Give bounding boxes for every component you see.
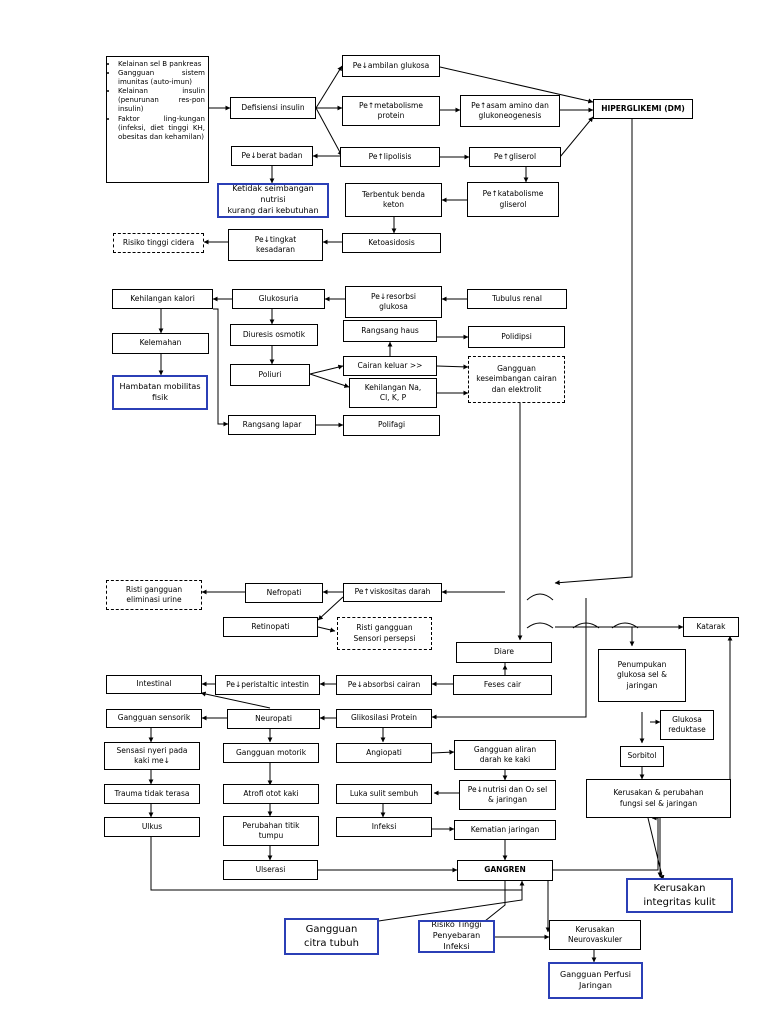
node-kematian-jaringan: Kematian jaringan xyxy=(454,820,556,840)
node-resorbsi-glukosa: Pe↓resorbsi glukosa xyxy=(345,286,442,318)
diagnosis-mobilitas-fisik: Hambatan mobilitas fisik xyxy=(112,375,208,410)
node-lipolisis: Pe↑lipolisis xyxy=(340,147,440,167)
node-cairan-keluar: Cairan keluar >> xyxy=(343,356,437,376)
node-poliuri: Poliuri xyxy=(230,364,310,386)
node-nutrisi-o2: Pe↓nutrisi dan O₂ sel & jaringan xyxy=(459,780,556,810)
node-polifagi: Polifagi xyxy=(343,415,440,436)
node-ambilan-glukosa: Pe↓ambilan glukosa xyxy=(342,55,440,77)
node-gliserol: Pe↑gliserol xyxy=(469,147,561,167)
node-gangguan-motorik: Gangguan motorik xyxy=(223,743,319,763)
node-trauma: Trauma tidak terasa xyxy=(104,784,200,804)
node-perubahan-titik-tumpu: Perubahan titik tumpu xyxy=(223,816,319,846)
node-kehilangan-elektrolit: Kehilangan Na, Cl, K, P xyxy=(349,378,437,408)
node-katarak: Katarak xyxy=(683,617,739,637)
node-neuropati: Neuropati xyxy=(227,709,320,729)
node-viskositas-darah: Pe↑viskositas darah xyxy=(343,583,442,602)
diagnosis-perfusi-jaringan: Gangguan Perfusi Jaringan xyxy=(548,962,643,999)
node-keseimbangan-cairan: Gangguan keseimbangan cairan dan elektro… xyxy=(468,356,565,403)
node-benda-keton: Terbentuk benda keton xyxy=(345,183,442,217)
node-nefropati: Nefropati xyxy=(245,583,323,603)
node-metabolisme-protein: Pe↑metabolisme protein xyxy=(342,96,440,126)
node-asam-amino: Pe↑asam amino dan glukoneogenesis xyxy=(460,95,560,127)
node-penumpukan-glukosa: Penumpukan glukosa sel & jaringan xyxy=(598,649,686,702)
node-diuresis-osmotik: Diuresis osmotik xyxy=(230,324,318,346)
node-sensasi-nyeri: Sensasi nyeri pada kaki me↓ xyxy=(104,742,200,770)
node-luka-sulit-sembuh: Luka sulit sembuh xyxy=(336,784,432,804)
node-glukosa-reduktase: Glukosa reduktase xyxy=(660,710,714,740)
node-absorbsi-cairan: Pe↓absorbsi cairan xyxy=(336,675,432,695)
node-diare: Diare xyxy=(456,642,552,663)
node-ulkus: Ulkus xyxy=(104,817,200,837)
node-infeksi: Infeksi xyxy=(336,817,432,837)
node-tingkat-kesadaran: Pe↓tingkat kesadaran xyxy=(228,229,323,261)
node-atrofi: Atrofi otot kaki xyxy=(223,784,319,804)
node-katabolisme-gliserol: Pe↑katabolisme gliserol xyxy=(467,182,559,217)
risk-factor-item: Kelainan sel B pankreas xyxy=(118,60,205,69)
node-eliminasi-urine: Risti gangguan eliminasi urine xyxy=(106,580,202,610)
node-kehilangan-kalori: Kehilangan kalori xyxy=(112,289,213,309)
node-risiko-cidera: Risiko tinggi cidera xyxy=(113,233,204,253)
node-aliran-darah: Gangguan aliran darah ke kaki xyxy=(454,740,556,770)
node-ketoasidosis: Ketoasidosis xyxy=(342,233,441,253)
node-gangren: GANGREN xyxy=(457,860,553,881)
node-defisiensi-insulin: Defisiensi insulin xyxy=(230,97,316,119)
node-sorbitol: Sorbitol xyxy=(620,746,664,767)
node-kelemahan: Kelemahan xyxy=(112,333,209,354)
node-hiperglikemi: HIPERGLIKEMI (DM) xyxy=(593,99,693,119)
diagnosis-integritas-kulit: Kerusakan integritas kulit xyxy=(626,878,733,913)
node-berat-badan: Pe↓berat badan xyxy=(231,146,313,166)
node-tubulus-renal: Tubulus renal xyxy=(467,289,567,309)
node-gangguan-sensorik: Gangguan sensorik xyxy=(106,709,202,728)
node-sensori-persepsi: Risti gangguan Sensori persepsi xyxy=(337,617,432,650)
diagnosis-penyebaran-infeksi: Risiko Tinggi Penyebaran Infeksi xyxy=(418,920,495,953)
risk-factor-item: Faktor ling-kungan (infeksi, diet tinggi… xyxy=(118,115,205,142)
risk-factor-list: Kelainan sel B pankreas Gangguan sistem … xyxy=(106,56,209,183)
node-angiopati: Angiopati xyxy=(336,743,432,763)
node-glikosilasi-protein: Glikosilasi Protein xyxy=(336,709,432,728)
node-rangsang-lapar: Rangsang lapar xyxy=(228,415,316,435)
node-neurovaskuler: Kerusakan Neurovaskuler xyxy=(549,920,641,950)
node-kerusakan-fungsi: Kerusakan & perubahan fungsi sel & jarin… xyxy=(586,779,731,818)
diagnosis-nutrisi: Ketidak seimbangan nutrisi kurang dari k… xyxy=(217,183,329,218)
node-intestinal: Intestinal xyxy=(106,675,202,694)
node-polidipsi: Polidipsi xyxy=(468,326,565,348)
node-glukosuria: Glukosuria xyxy=(232,289,325,309)
node-ulserasi: Ulserasi xyxy=(223,860,318,880)
node-peristaltic-intestin: Pe↓peristaltic intestin xyxy=(215,675,320,695)
diagnosis-citra-tubuh: Gangguan citra tubuh xyxy=(284,918,379,955)
node-feses-cair: Feses cair xyxy=(453,675,552,695)
risk-factor-item: Kelainan insulin (penurunan res-pon insu… xyxy=(118,87,205,114)
node-retinopati: Retinopati xyxy=(223,617,318,637)
node-rangsang-haus: Rangsang haus xyxy=(343,320,437,342)
risk-factor-item: Gangguan sistem imunitas (auto-imun) xyxy=(118,69,205,87)
